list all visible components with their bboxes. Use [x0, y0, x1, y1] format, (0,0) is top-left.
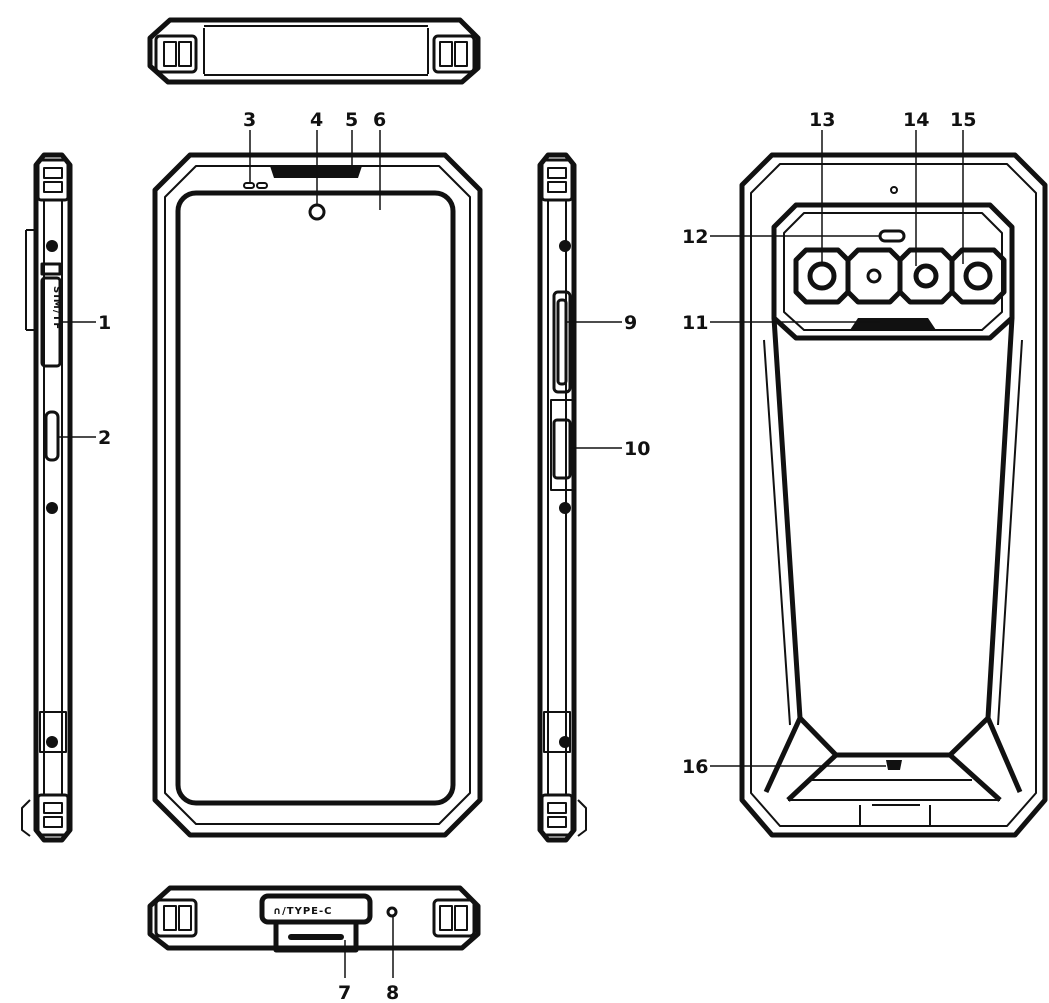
- callout-6: 6: [373, 109, 386, 131]
- callout-14: 14: [903, 109, 929, 131]
- callout-numbers: 1 2 3 4 5 6 7 8 9 10 11 12 13 14 15 16: [98, 109, 976, 1003]
- callout-7: 7: [338, 982, 351, 1003]
- callout-15: 15: [950, 109, 976, 131]
- sim-tf-slot-label: SIM/TF: [51, 286, 62, 330]
- callout-13: 13: [809, 109, 835, 131]
- callout-8: 8: [386, 982, 399, 1003]
- callout-16: 16: [682, 756, 708, 778]
- callout-9: 9: [624, 312, 637, 334]
- callout-3: 3: [243, 109, 256, 131]
- type-c-port-label: ∩/TYPE-C: [273, 906, 332, 917]
- back-view: [739, 152, 1048, 838]
- callout-5: 5: [345, 109, 358, 131]
- left-side-view: [21, 152, 73, 843]
- bottom-edge-view: [147, 885, 481, 953]
- top-edge-view: [147, 17, 481, 85]
- front-view: [152, 152, 483, 838]
- callout-1: 1: [98, 312, 111, 334]
- callout-4: 4: [310, 109, 323, 131]
- callout-leaders: [58, 130, 964, 978]
- callout-10: 10: [624, 438, 650, 460]
- callout-2: 2: [98, 427, 111, 449]
- callout-12: 12: [682, 226, 708, 248]
- right-side-view: [537, 152, 587, 843]
- callout-11: 11: [682, 312, 708, 334]
